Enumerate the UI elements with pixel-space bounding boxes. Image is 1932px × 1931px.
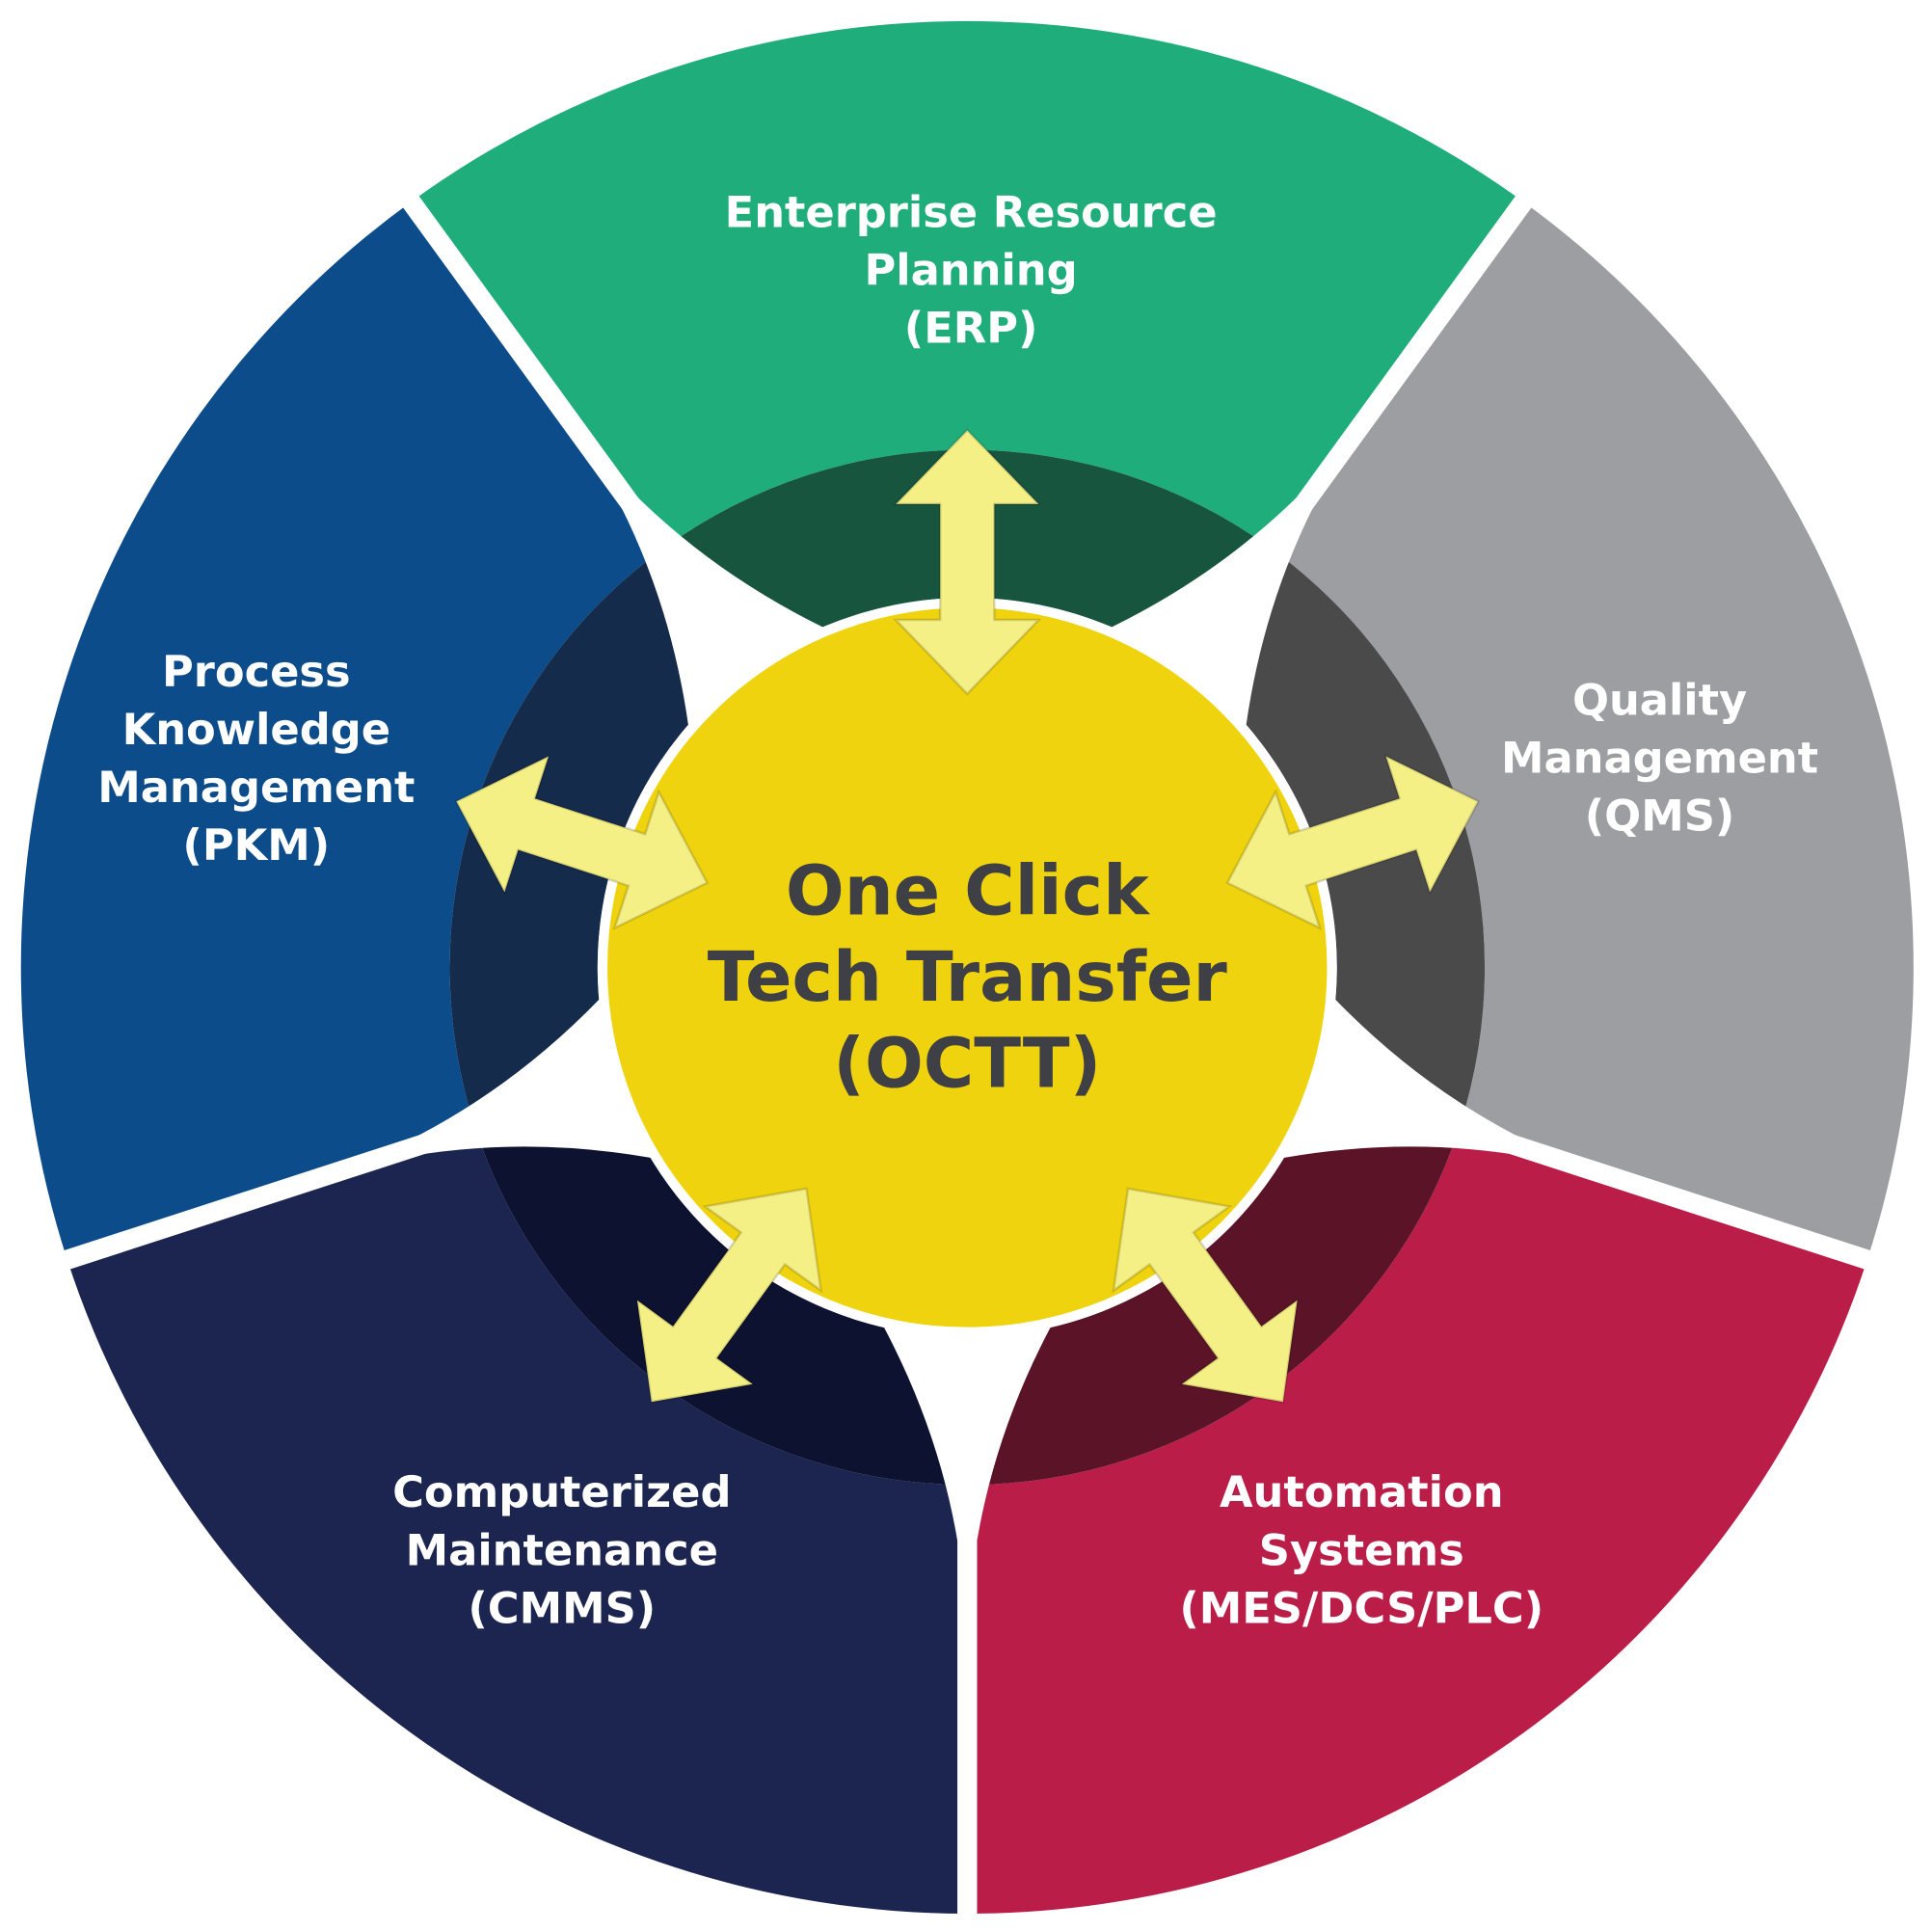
- arrow-cmms: [635, 1187, 823, 1404]
- segment-divider: [397, 189, 794, 724]
- segment-cmms-label-line: Maintenance: [406, 1524, 718, 1575]
- segment-gap: [1283, 999, 1623, 1181]
- center-title-line-3: (OCTT): [833, 1023, 1101, 1103]
- segment-erp-label-line: (ERP): [904, 302, 1038, 353]
- arrow-qms: [1225, 753, 1481, 930]
- segment-cmms-label-line: (CMMS): [468, 1582, 656, 1633]
- segment-gap: [310, 999, 651, 1181]
- segment-erp: [411, 20, 1524, 550]
- segment-erp-label-line: Planning: [865, 244, 1078, 295]
- center-circle: [607, 607, 1328, 1328]
- segment-automation-label-line: (MES/DCS/PLC): [1179, 1582, 1543, 1633]
- segment-pkm-label-line: Management: [97, 762, 415, 813]
- segment-cmms: [67, 1127, 968, 1914]
- segment-automation-label-line: Automation: [1220, 1466, 1504, 1517]
- segment-automation: [967, 1127, 1867, 1914]
- center-title-line-2: Tech Transfer: [708, 937, 1228, 1017]
- arrow-automation: [1112, 1187, 1300, 1404]
- segment-cmms-label-line: Computerized: [392, 1466, 731, 1517]
- segment-divider: [1256, 1053, 1879, 1273]
- segment-pkm: [20, 201, 663, 1260]
- segment-automation-label-line: Systems: [1259, 1524, 1464, 1575]
- segment-qms-label-line: (QMS): [1585, 791, 1735, 842]
- segment-pkm-label-line: (PKM): [182, 819, 330, 871]
- segment-pkm-label-line: Knowledge: [122, 704, 391, 755]
- segment-erp-label-line: Enterprise Resource: [725, 186, 1218, 237]
- arrow-erp: [893, 428, 1042, 696]
- segment-qms: [1271, 201, 1914, 1260]
- segment-qms-label-line: Quality: [1572, 674, 1747, 725]
- segment-pkm-label-line: Process: [162, 646, 351, 697]
- center-title-line-1: One Click: [786, 850, 1150, 930]
- segment-divider: [56, 1053, 678, 1273]
- segment-divider: [1140, 189, 1537, 724]
- arrow-pkm: [454, 753, 710, 930]
- segment-qms-label-line: Management: [1501, 732, 1818, 783]
